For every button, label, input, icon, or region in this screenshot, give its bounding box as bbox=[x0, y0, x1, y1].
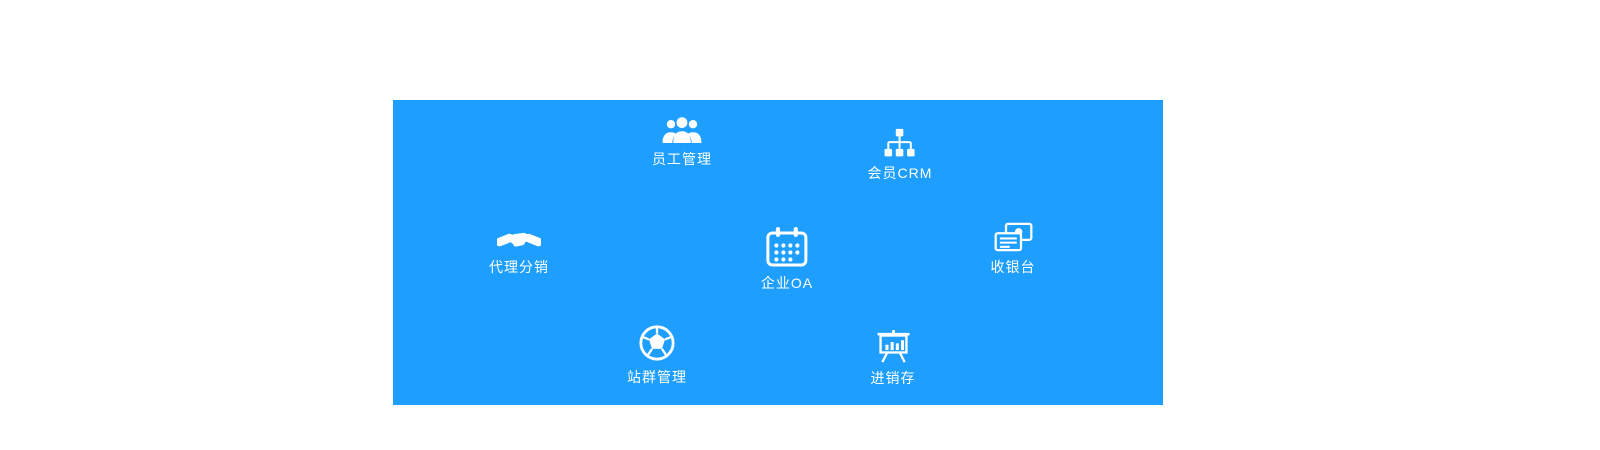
feature-label: 进销存 bbox=[870, 370, 916, 386]
feature-item-employee-management[interactable]: 员工管理 bbox=[652, 116, 712, 169]
feature-item-agent-distribution[interactable]: 代理分销 bbox=[489, 224, 549, 277]
feature-label: 会员CRM bbox=[867, 165, 933, 181]
feature-item-site-group[interactable]: 站群管理 bbox=[627, 324, 687, 387]
org-chart-icon bbox=[883, 128, 917, 158]
handshake-icon bbox=[495, 224, 543, 252]
feature-item-inventory[interactable]: 进销存 bbox=[871, 330, 916, 388]
globe-icon bbox=[638, 324, 676, 362]
calendar-icon bbox=[765, 226, 809, 268]
feature-label: 站群管理 bbox=[627, 369, 687, 385]
feature-label: 代理分销 bbox=[489, 259, 549, 275]
presentation-chart-icon bbox=[875, 330, 911, 363]
feature-label: 收银台 bbox=[990, 259, 1036, 275]
feature-panel: 员工管理 bbox=[393, 100, 1163, 405]
feature-item-member-crm[interactable]: 会员CRM bbox=[868, 128, 933, 183]
feature-item-cashier[interactable]: 收银台 bbox=[991, 222, 1036, 277]
feature-item-enterprise-oa[interactable]: 企业OA bbox=[761, 226, 813, 293]
feature-label: 员工管理 bbox=[652, 151, 712, 167]
users-group-icon bbox=[662, 116, 702, 144]
banknotes-icon bbox=[993, 222, 1033, 252]
feature-label: 企业OA bbox=[760, 275, 814, 291]
